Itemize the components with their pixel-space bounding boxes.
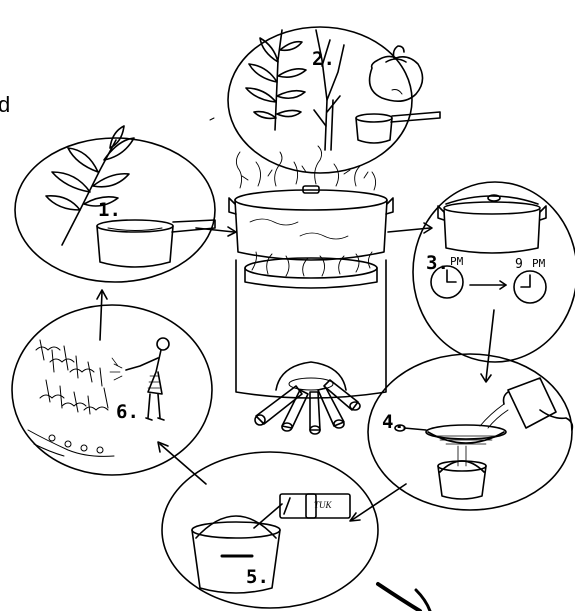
arrowhead-4-to-5 bbox=[350, 513, 360, 521]
clock-start-label: PM bbox=[450, 256, 463, 267]
arrow-4-to-5 bbox=[352, 484, 406, 520]
stray-mark bbox=[210, 118, 214, 120]
step-6-number: 6. bbox=[116, 403, 139, 422]
step-4-bucket bbox=[438, 446, 486, 499]
step-5-circle bbox=[162, 452, 378, 608]
step-3-clock-end bbox=[514, 271, 546, 303]
arrow-3-to-4 bbox=[486, 310, 494, 380]
step-3-covered-pot bbox=[438, 195, 546, 253]
step-1-leaf-branch bbox=[46, 126, 134, 245]
step-5-number: 5. bbox=[246, 568, 269, 587]
center-firewood bbox=[255, 380, 360, 434]
step-6-spray bbox=[110, 358, 122, 380]
step-5-packet-1 bbox=[280, 494, 316, 518]
step-1-number: 1. bbox=[98, 201, 121, 220]
arrow-6-to-1 bbox=[100, 292, 102, 340]
edge-text-fragment: d bbox=[0, 94, 10, 116]
step-6-crops bbox=[28, 340, 114, 456]
step-4-number: 4. bbox=[382, 413, 405, 432]
step-4-pouring-pot bbox=[504, 378, 573, 430]
step-2-number: 2. bbox=[312, 50, 335, 69]
center-pot bbox=[229, 186, 393, 260]
center-stove bbox=[236, 258, 386, 398]
step-1-saucepan bbox=[97, 220, 215, 267]
step-4-liquid-stream bbox=[480, 404, 508, 428]
step-4-sieve bbox=[395, 425, 506, 444]
step-2-fruit bbox=[370, 46, 423, 101]
arrow-pot-to-3 bbox=[388, 228, 430, 232]
bottom-curve-mark bbox=[378, 584, 420, 611]
step-2-leafy-stem bbox=[246, 30, 306, 130]
clock-end-label: PM bbox=[532, 258, 545, 269]
clock-end-hour: 9 bbox=[515, 258, 523, 271]
step-6-circle bbox=[12, 305, 212, 475]
packet-2-label: TUK bbox=[314, 501, 332, 510]
step-3-number: 3. bbox=[426, 254, 449, 273]
center-flames bbox=[252, 252, 372, 276]
